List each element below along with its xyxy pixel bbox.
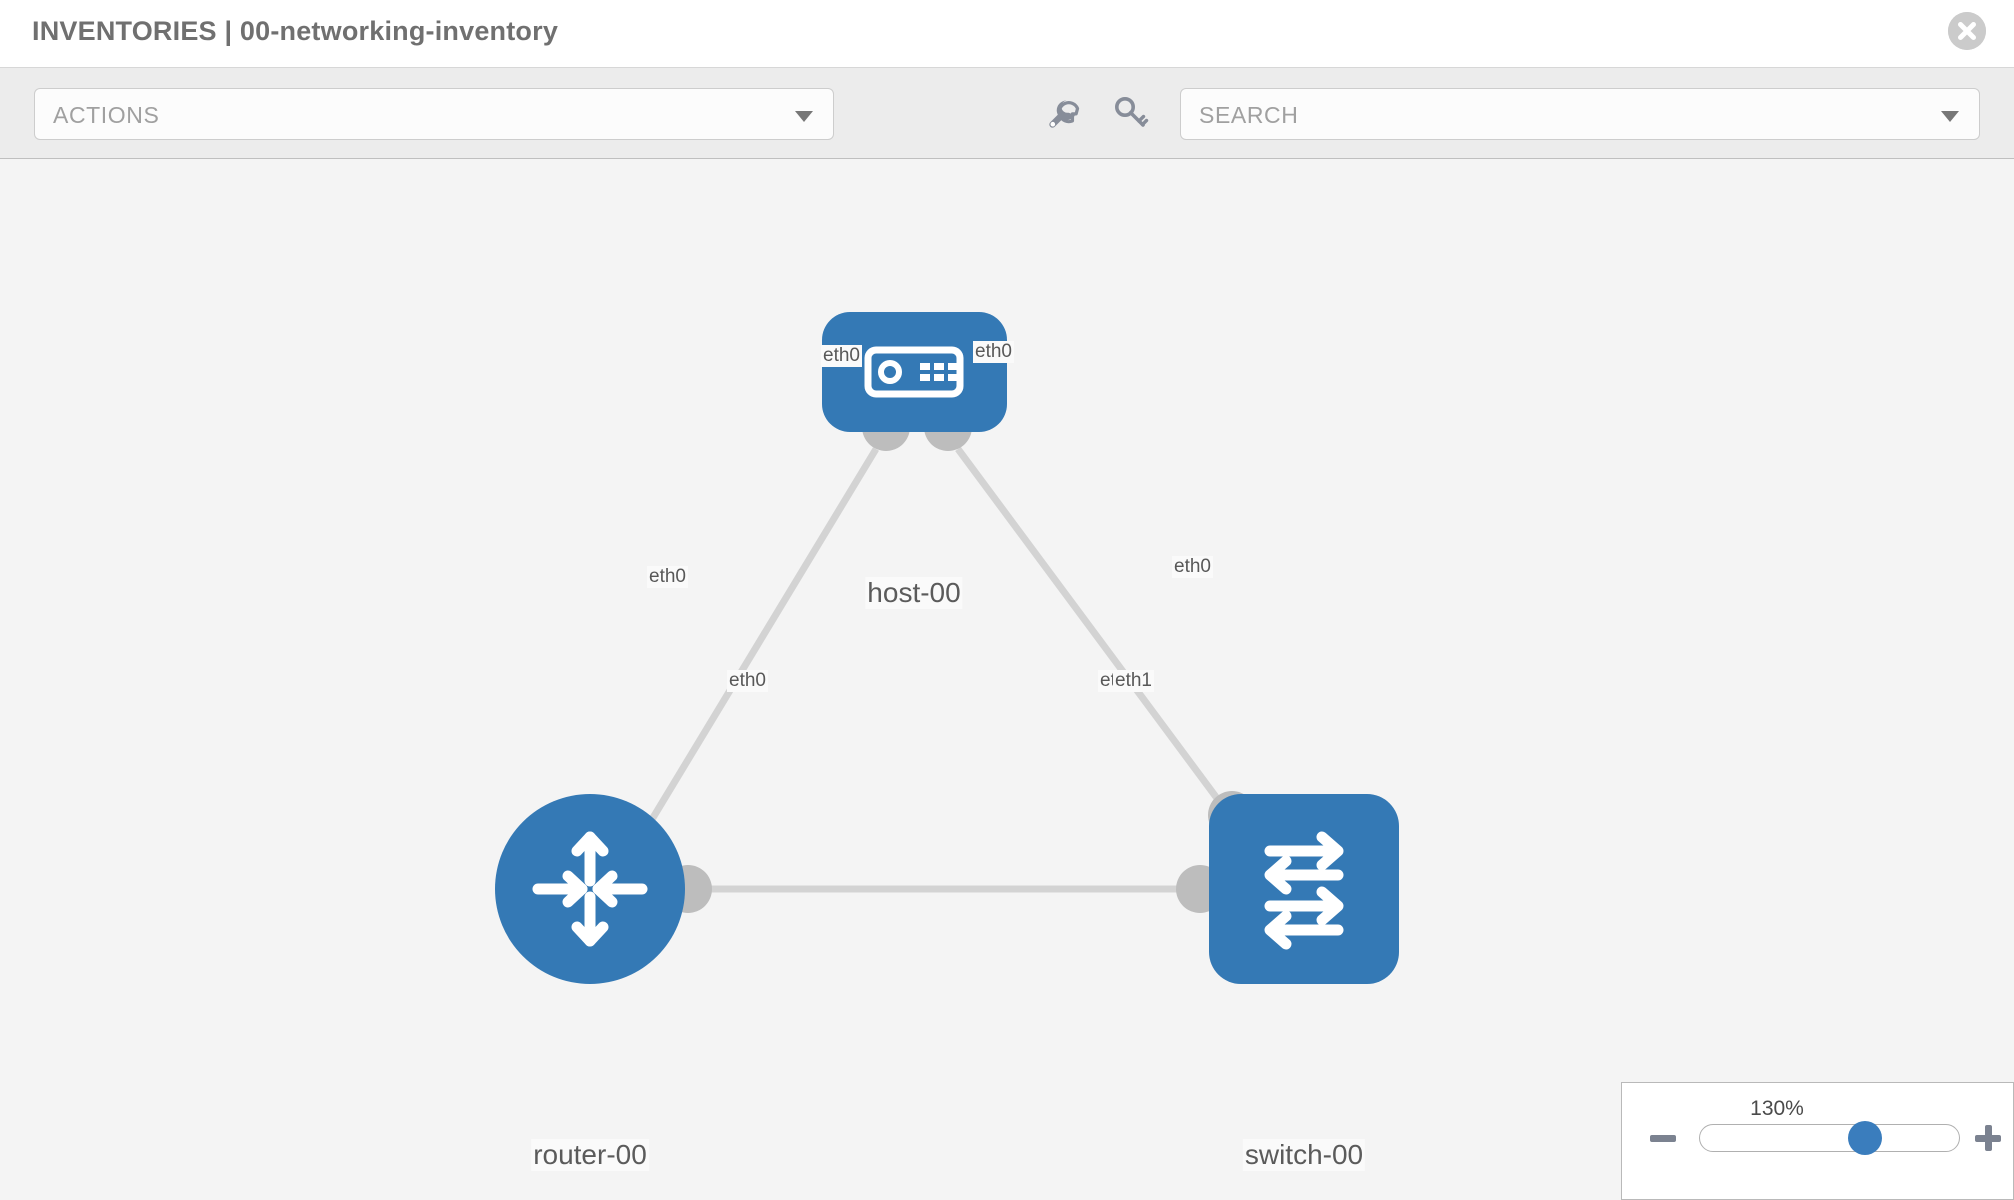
edge-host-router	[625, 447, 879, 861]
actions-dropdown[interactable]: ACTIONS	[34, 88, 834, 140]
topology-edges	[625, 446, 1265, 893]
node-label-switch-00: switch-00	[1242, 1139, 1366, 1171]
edge-label-switch-eth0-up: eth0	[1172, 556, 1213, 578]
minus-icon[interactable]	[1650, 1135, 1676, 1142]
zoom-control-panel: 130%	[1621, 1082, 2014, 1200]
close-icon[interactable]	[1948, 12, 1986, 50]
edge-label-router-eth0: eth0	[727, 670, 768, 692]
key-icon[interactable]	[1108, 90, 1152, 134]
node-label-host-00: host-00	[865, 577, 963, 609]
plus-icon[interactable]	[1975, 1125, 2001, 1151]
edge-label-switch-eth1: eth1	[1113, 670, 1154, 692]
chevron-down-icon[interactable]	[1941, 111, 1959, 122]
actions-dropdown-label: ACTIONS	[53, 102, 160, 128]
chevron-down-icon	[795, 111, 813, 122]
zoom-slider-thumb[interactable]	[1848, 1121, 1882, 1155]
topology-graph	[495, 312, 1399, 984]
page-title: INVENTORIES | 00-networking-inventory	[32, 16, 559, 46]
page-header: INVENTORIES | 00-networking-inventory	[0, 0, 2014, 68]
node-router-00	[495, 794, 685, 984]
topology-canvas[interactable]: eth0 eth0 eth0 eth0 eth0 eth0 eth1 host-…	[0, 159, 2014, 1200]
edge-label-host-eth0-right: eth0	[973, 341, 1014, 363]
zoom-slider-track[interactable]	[1699, 1124, 1960, 1152]
toolbar: ACTIONS SEARCH	[0, 68, 2014, 159]
edge-label-router-eth0-up: eth0	[647, 566, 688, 588]
node-label-router-00: router-00	[531, 1139, 649, 1171]
search-placeholder: SEARCH	[1199, 102, 1299, 128]
zoom-level-value: 130%	[1750, 1097, 1804, 1120]
edge-host-switch	[955, 446, 1265, 862]
node-switch-00	[1209, 794, 1399, 984]
wrench-icon[interactable]	[1040, 90, 1084, 134]
node-host-00	[822, 312, 1007, 432]
search-input[interactable]: SEARCH	[1180, 88, 1980, 140]
edge-label-host-eth0-left: eth0	[821, 345, 862, 367]
